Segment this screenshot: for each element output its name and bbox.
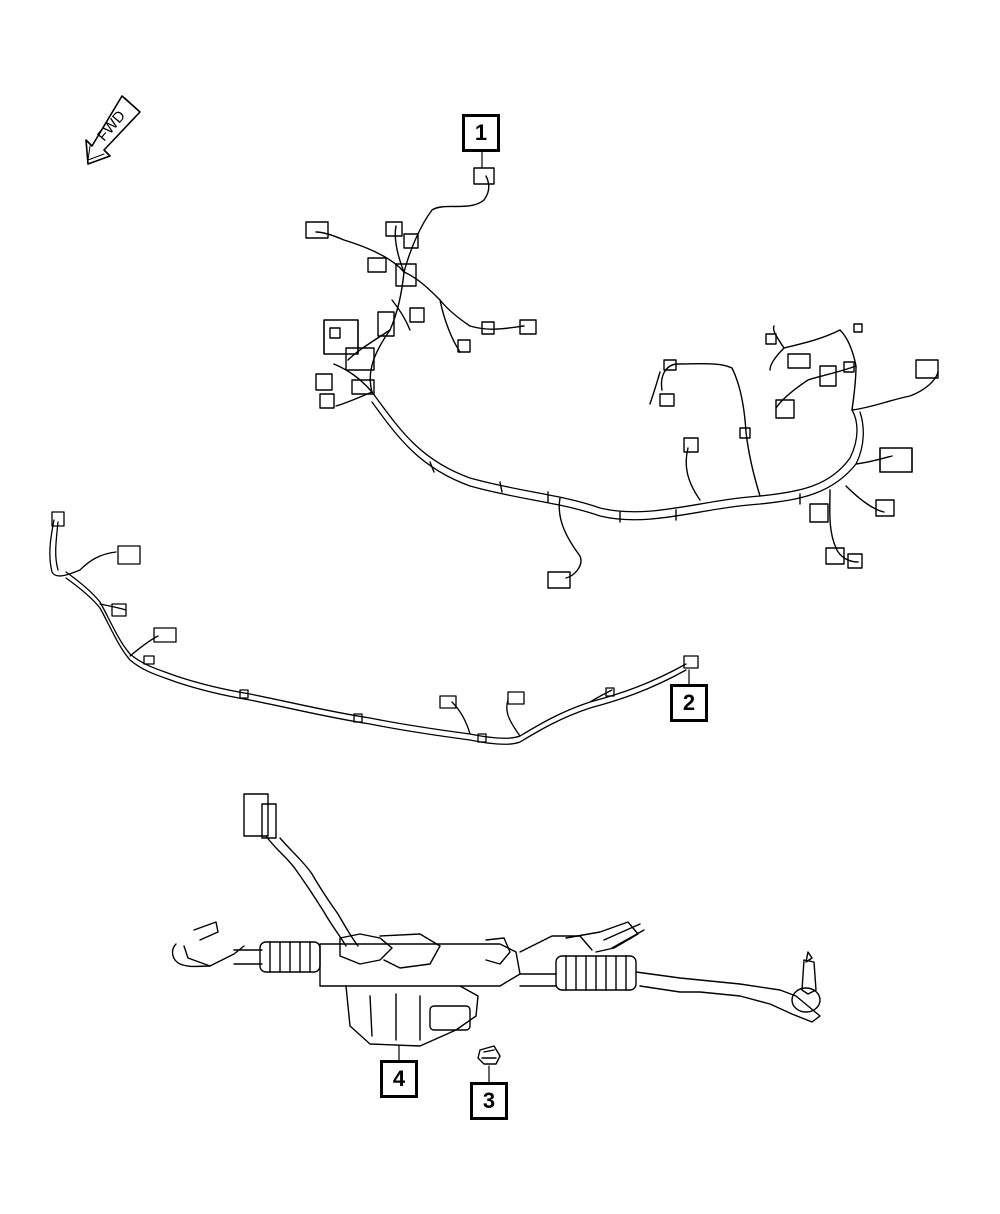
callout-3[interactable]: 3 [470, 1082, 508, 1120]
callout-number: 3 [482, 1088, 496, 1113]
callout-4[interactable]: 4 [380, 1060, 418, 1098]
callout-number: 2 [682, 690, 696, 715]
wiring-harness-main[interactable] [305, 167, 939, 589]
forward-arrow-icon [85, 95, 141, 165]
callout-2[interactable]: 2 [670, 684, 708, 722]
callout-number: 1 [474, 120, 488, 145]
callout-1[interactable]: 1 [462, 114, 500, 152]
callout-number: 4 [392, 1066, 406, 1091]
connector-plug[interactable] [477, 1045, 501, 1065]
steering-gear-rack[interactable] [171, 793, 821, 1047]
leader-lines [398, 151, 690, 1083]
wiring-harness-rear[interactable] [49, 511, 699, 745]
fwd-label: FWD [94, 107, 129, 144]
